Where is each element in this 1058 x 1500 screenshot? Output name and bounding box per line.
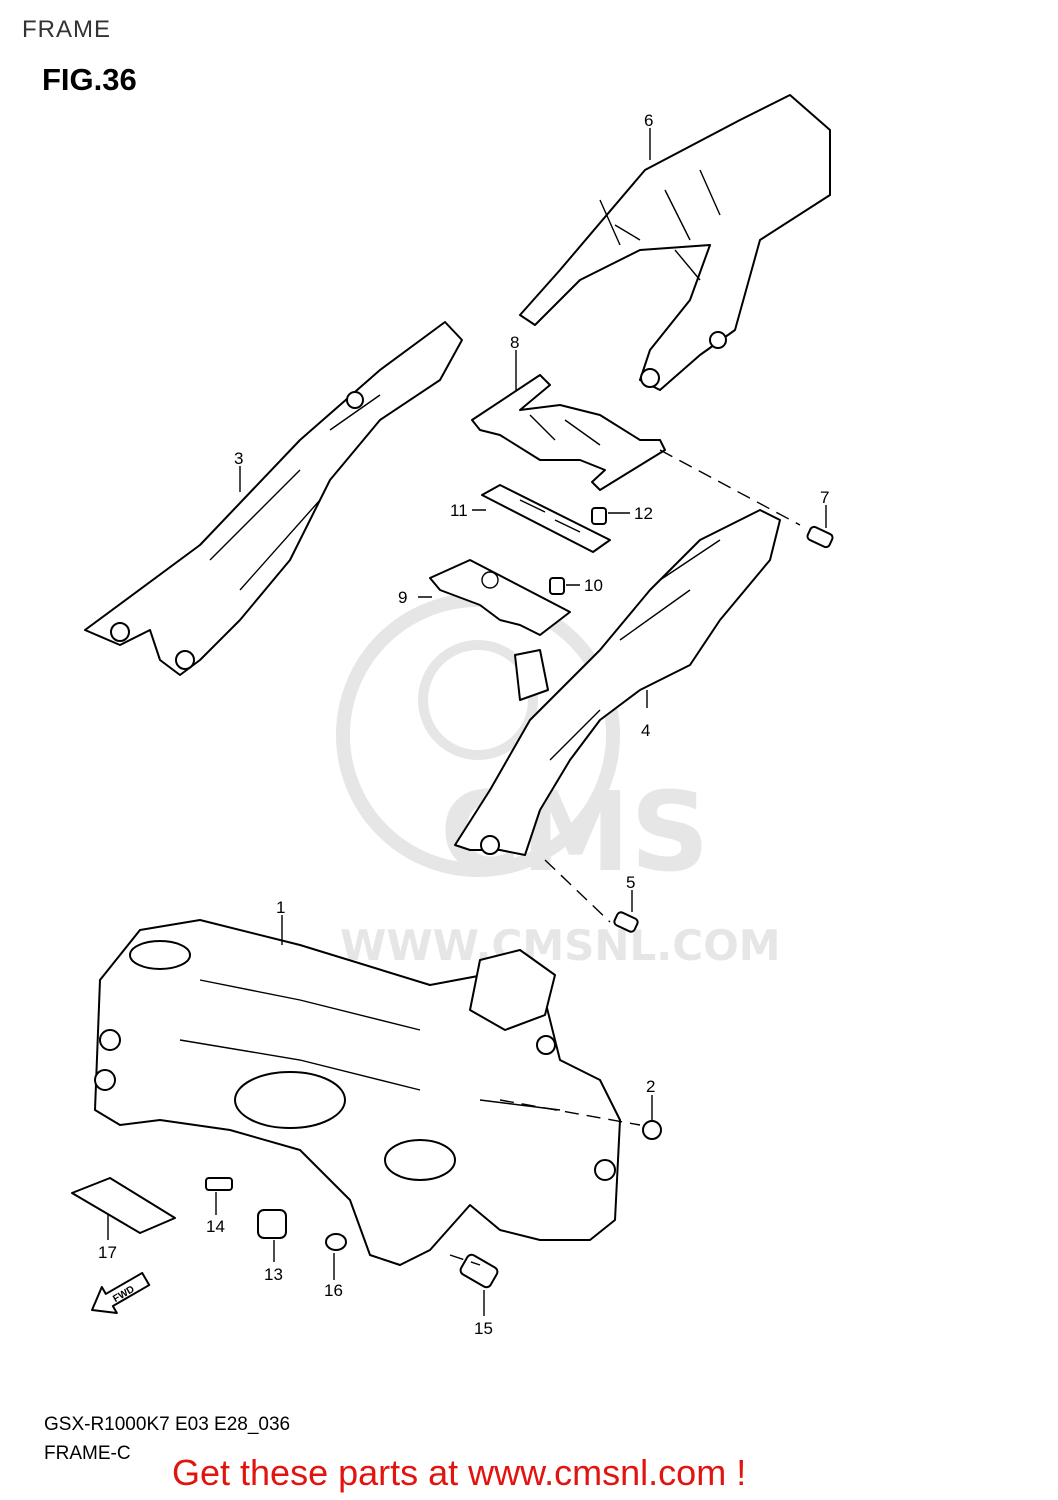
watermark-url: WWW.CMSNL.COM [340, 921, 781, 970]
part-16-washer[interactable] [325, 1233, 347, 1251]
callout-5: 5 [626, 873, 635, 892]
part-5-bolt[interactable] [613, 911, 639, 933]
part-1-main-frame[interactable] [94, 919, 621, 1266]
figure-number: FIG.36 [42, 62, 137, 97]
callout-9: 9 [398, 588, 407, 607]
fwd-label: FWD [111, 1284, 136, 1305]
callout-16: 16 [324, 1281, 343, 1300]
callout-17: 17 [98, 1243, 117, 1262]
callout-13: 13 [264, 1265, 283, 1284]
section-title: FRAME [22, 16, 111, 43]
callout-3: 3 [234, 449, 243, 468]
callout-6: 6 [644, 111, 653, 130]
part-6-seat-rail[interactable] [519, 94, 831, 391]
callout-labels: 1 2 3 4 5 6 7 8 9 10 11 12 13 14 15 16 1… [98, 111, 829, 1338]
part-13-collar[interactable] [257, 1209, 287, 1239]
callout-15: 15 [474, 1319, 493, 1338]
part-8-bracket[interactable] [471, 374, 666, 491]
part-14-bolt[interactable] [205, 1177, 233, 1191]
watermark: CMS WWW.CMSNL.COM [336, 593, 781, 970]
callout-10: 10 [584, 576, 603, 595]
leader-lines [107, 128, 827, 1316]
callout-1: 1 [276, 898, 285, 917]
part-4-subframe[interactable] [454, 509, 781, 856]
callout-14: 14 [206, 1217, 225, 1236]
part-7-bolt[interactable] [806, 525, 834, 549]
part-9-plate[interactable] [429, 559, 571, 636]
model-code: GSX-R1000K7 E03 E28_036 [44, 1414, 291, 1435]
part-10-bolt[interactable] [549, 577, 565, 595]
callout-4: 4 [641, 721, 650, 740]
callout-7: 7 [820, 488, 829, 507]
callout-12: 12 [634, 504, 653, 523]
shop-link[interactable]: Get these parts at www.cmsnl.com ! [172, 1452, 747, 1493]
callout-2: 2 [646, 1077, 655, 1096]
callout-11: 11 [450, 501, 468, 520]
part-15-bolt[interactable] [459, 1253, 499, 1289]
frame-variant: FRAME-C [44, 1443, 131, 1464]
part-11-plate[interactable] [481, 484, 611, 553]
callout-8: 8 [510, 333, 519, 352]
part-2-bolt[interactable] [642, 1120, 662, 1140]
fwd-arrow: FWD [91, 1271, 151, 1314]
part-3-side-frame[interactable] [84, 321, 463, 676]
part-12-bolt[interactable] [591, 507, 607, 525]
part-17-label[interactable] [71, 1177, 176, 1234]
